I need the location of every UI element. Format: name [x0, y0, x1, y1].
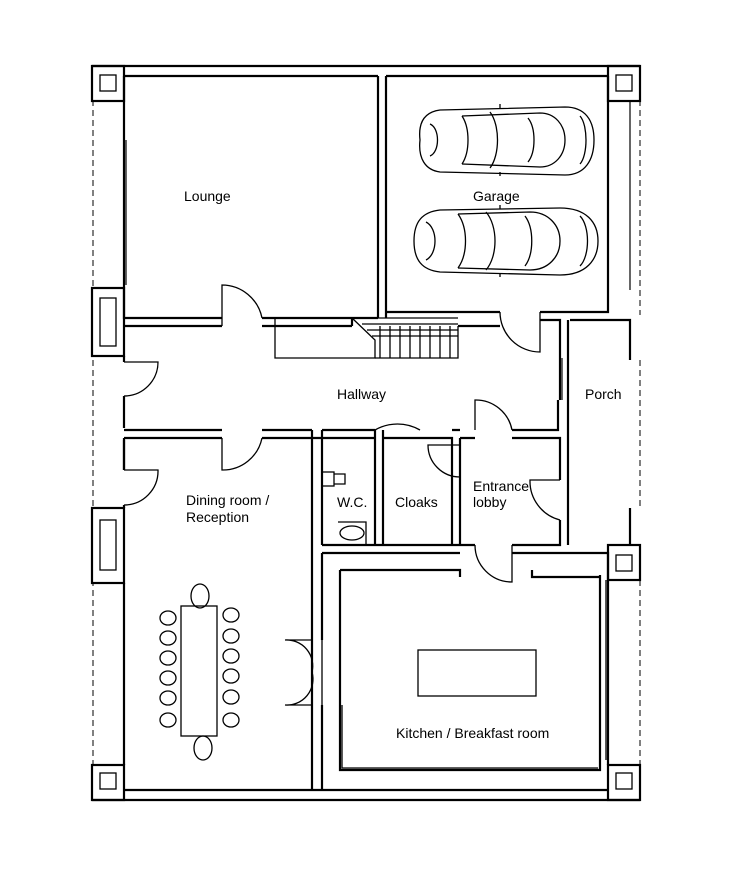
doors [123, 284, 561, 706]
staircase [274, 317, 459, 359]
dining-chairs-left [159, 610, 177, 728]
outer-glazing-lines [92, 100, 641, 765]
car-top [419, 104, 595, 176]
structural-columns [90, 64, 642, 802]
car-bottom [413, 205, 599, 277]
label-entrance-lobby-line1: Entrance [473, 478, 529, 494]
label-dining-line1: Dining room / [186, 492, 269, 508]
label-garage: Garage [473, 188, 520, 204]
label-kitchen: Kitchen / Breakfast room [396, 725, 549, 741]
kitchen-island [417, 649, 537, 697]
label-hallway: Hallway [337, 386, 386, 402]
label-entrance-lobby-line2: lobby [473, 494, 506, 510]
label-dining-line2: Reception [186, 509, 249, 525]
dining-table [159, 583, 240, 761]
label-lounge: Lounge [184, 188, 231, 204]
dining-chairs-right [222, 607, 240, 728]
label-porch: Porch [585, 386, 622, 402]
walls [92, 64, 640, 802]
room-labels: Lounge Garage Hallway Porch W.C. Cloaks … [184, 188, 622, 741]
label-cloaks: Cloaks [395, 494, 438, 510]
label-wc: W.C. [337, 494, 367, 510]
wc-fixtures [321, 471, 367, 545]
